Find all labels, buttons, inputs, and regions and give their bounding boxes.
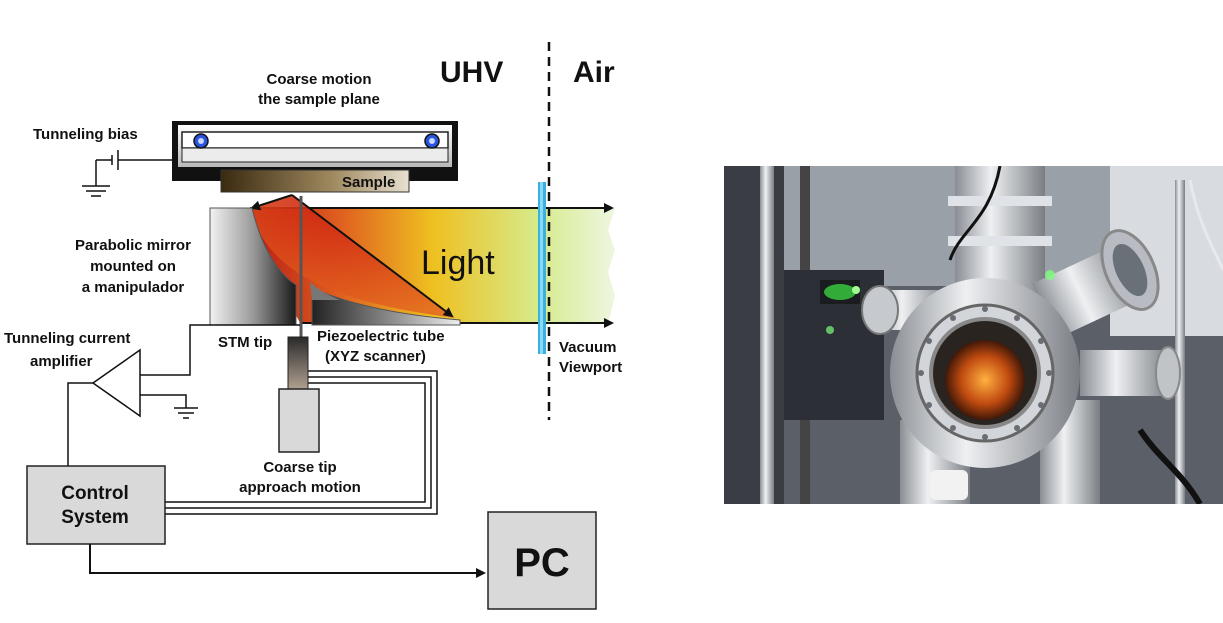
tunneling-bias-label: Tunneling bias — [33, 126, 138, 143]
control-to-pc-wire — [89, 544, 486, 578]
tunneling-current-label: Tunneling current — [4, 330, 130, 347]
light-label: Light — [421, 244, 495, 282]
light-ray — [291, 194, 454, 318]
piezoelectric-tube — [287, 336, 309, 390]
coarse-tip-label-2: approach motion — [239, 479, 361, 496]
sample — [220, 169, 410, 193]
coarse-tip-motor — [278, 388, 320, 453]
control-system-label: Control — [61, 483, 129, 504]
scanner-wires — [165, 370, 438, 515]
tunneling-current-label-2: amplifier — [30, 353, 93, 370]
piezo-label-2: (XYZ scanner) — [325, 348, 426, 365]
pc-label: PC — [514, 541, 570, 585]
pc-box — [487, 511, 597, 610]
control-system-label-2: System — [61, 507, 129, 528]
air-label: Air — [573, 56, 615, 89]
stm-tip-label: STM tip — [218, 334, 272, 351]
parabolic-mirror-label-2: mounted on — [90, 258, 176, 275]
tunneling-bias-circuit — [82, 150, 172, 197]
coarse-tip-label: Coarse tip — [263, 459, 336, 476]
coarse-motion-label-2: the sample plane — [258, 91, 380, 108]
control-system-box — [26, 465, 166, 545]
piezo-label: Piezoelectric tube — [317, 328, 445, 345]
uhv-label: UHV — [440, 56, 503, 89]
current-amplifier — [67, 324, 300, 466]
parabolic-mirror-label-3: a manipulador — [82, 279, 185, 296]
uhv-chamber-photo — [724, 166, 1223, 504]
vacuum-viewport-label: Vacuum — [559, 339, 617, 356]
parabolic-mirror — [209, 207, 461, 326]
sample-label: Sample — [342, 174, 395, 191]
light-ray-left — [250, 194, 293, 211]
coarse-motion-label: Coarse motion — [266, 71, 371, 88]
parabolic-mirror-label: Parabolic mirror — [75, 237, 191, 254]
vacuum-viewport-label-2: Viewport — [559, 359, 622, 376]
